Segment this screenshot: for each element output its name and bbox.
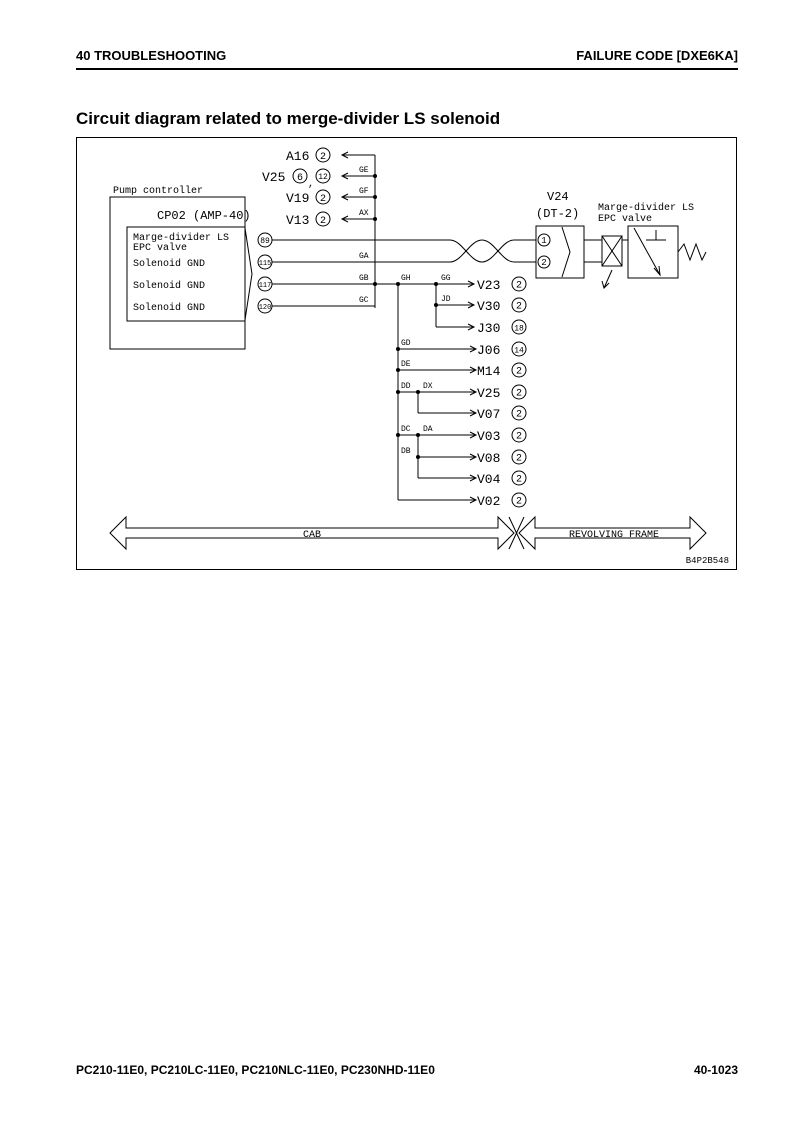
- pin-number: 2: [516, 497, 522, 508]
- wire-gg: GG: [441, 274, 451, 283]
- target-a16: A16: [286, 149, 309, 164]
- pin-label-115: Solenoid GND: [133, 258, 205, 270]
- footer-page-number: 40-1023: [693, 1063, 738, 1077]
- twisted-pair: [449, 239, 515, 263]
- valve-spring: [677, 242, 707, 262]
- pump-controller-label: Pump controller: [113, 185, 203, 197]
- pin-circle: [511, 276, 527, 292]
- header-section: 40 TROUBLESHOOTING: [76, 48, 227, 63]
- svg-text:2: 2: [320, 194, 326, 205]
- wire-dc: DC: [401, 425, 411, 434]
- svg-text:,: ,: [308, 179, 314, 190]
- pin-number: 2: [516, 367, 522, 378]
- pin-circle: [511, 341, 527, 357]
- wire-jd: JD: [441, 295, 451, 304]
- target-v08: V08: [477, 451, 500, 466]
- pin-label-117: Solenoid GND: [133, 280, 205, 292]
- wire-gd: GD: [401, 339, 411, 348]
- pin-circle: [511, 470, 527, 486]
- target-j06: J06: [477, 343, 500, 358]
- pin-120: 120: [259, 304, 272, 312]
- target-m14: M14: [477, 364, 501, 379]
- pin-number: 2: [516, 410, 522, 421]
- pin-89: 89: [260, 237, 270, 246]
- wire-gb: GB: [359, 274, 369, 283]
- target-v25-top: V25: [262, 170, 285, 185]
- cp02-connector-label: CP02 (AMP-40): [157, 209, 251, 223]
- target-v30: V30: [477, 299, 500, 314]
- pin-number: 2: [516, 302, 522, 313]
- pin-circle: [511, 384, 527, 400]
- pin-number: 14: [514, 347, 524, 356]
- zone-cab: CAB: [303, 530, 321, 541]
- target-v19: V19: [286, 191, 309, 206]
- target-v13: V13: [286, 213, 309, 228]
- wire-gf: GF: [359, 187, 369, 196]
- pin-117: 117: [259, 282, 272, 290]
- header-rule: [76, 68, 738, 70]
- svg-text:1: 1: [541, 236, 546, 246]
- svg-text:6: 6: [297, 173, 303, 184]
- pin-circle: [511, 449, 527, 465]
- pin-number: 2: [516, 475, 522, 486]
- cp02-connector-box: [126, 226, 246, 322]
- cp02-inner-mark: [244, 227, 253, 321]
- pin-number: 2: [516, 389, 522, 400]
- pin-label-89-line2: EPC valve: [133, 242, 187, 254]
- zone-revolving-frame: REVOLVING FRAME: [569, 530, 659, 541]
- figure-id: B4P2B548: [686, 556, 729, 566]
- pin-circle: [511, 297, 527, 313]
- v24-name: V24: [547, 190, 569, 204]
- wire-ga: GA: [359, 252, 369, 261]
- target-v02: V02: [477, 494, 500, 509]
- target-v23: V23: [477, 278, 500, 293]
- pin-circle: [511, 362, 527, 378]
- pin-circle: [511, 427, 527, 443]
- pin-number: 2: [516, 432, 522, 443]
- valve-coil: [601, 235, 623, 267]
- target-v04: V04: [477, 472, 501, 487]
- wire-dx: DX: [423, 382, 433, 391]
- wire-gh: GH: [401, 274, 411, 283]
- wire-ge: GE: [359, 166, 369, 175]
- target-v25: V25: [477, 386, 500, 401]
- wire-ax: AX: [359, 209, 369, 218]
- wire-de: DE: [401, 360, 411, 369]
- pin-circle: [511, 319, 527, 335]
- pin-number: 2: [516, 281, 522, 292]
- cab-zone-arrow: [109, 515, 515, 551]
- target-v03: V03: [477, 429, 500, 444]
- footer-models: PC210-11E0, PC210LC-11E0, PC210NLC-11E0,…: [76, 1063, 435, 1077]
- target-v07: V07: [477, 407, 500, 422]
- wire-gc: GC: [359, 296, 369, 305]
- wire-dd: DD: [401, 382, 411, 391]
- revolving-frame-zone-arrow: [518, 515, 707, 551]
- pin-115: 115: [259, 260, 272, 268]
- v24-type: (DT-2): [536, 207, 579, 221]
- valve-label-line1: Marge-divider LS: [598, 202, 694, 214]
- pin-circle: [511, 405, 527, 421]
- diagram-frame: [76, 137, 737, 570]
- pin-number: 18: [514, 325, 524, 334]
- svg-text:12: 12: [318, 173, 328, 182]
- wire-db: DB: [401, 447, 411, 456]
- page-title: Circuit diagram related to merge-divider…: [76, 109, 501, 128]
- valve-body: [627, 225, 679, 279]
- pin-label-89: Marge-divider LS: [133, 232, 229, 244]
- v24-connector-box: [535, 225, 585, 279]
- pin-circle: [511, 492, 527, 508]
- pin-number: 2: [516, 454, 522, 465]
- svg-text:2: 2: [320, 152, 326, 163]
- header-failure-code: FAILURE CODE [DXE6KA]: [576, 48, 738, 63]
- pin-label-120: Solenoid GND: [133, 302, 205, 314]
- svg-text:2: 2: [320, 216, 326, 227]
- valve-label-line2: EPC valve: [598, 213, 652, 225]
- wire-da: DA: [423, 425, 433, 434]
- target-j30: J30: [477, 321, 500, 336]
- svg-text:2: 2: [541, 258, 546, 268]
